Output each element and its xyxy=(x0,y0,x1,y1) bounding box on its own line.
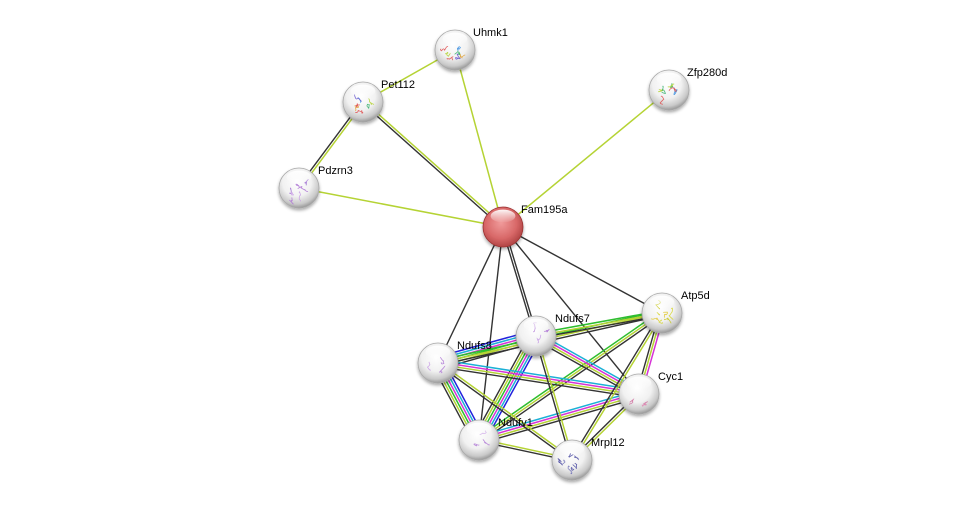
node-highlight xyxy=(490,209,516,223)
edge-evidence-fusion xyxy=(483,338,542,444)
edge-pdzrn3-fam195a[interactable] xyxy=(298,187,504,228)
edge-atp5d-mrpl12[interactable] xyxy=(570,312,664,462)
edge-ndufs7-atp5d[interactable] xyxy=(535,309,663,340)
node-ndufs7[interactable]: Ndufs7 xyxy=(515,313,590,357)
node-label: Atp5d xyxy=(681,290,710,302)
node-label: Mrpl12 xyxy=(591,437,625,449)
edge-ndufs7-mrpl12[interactable] xyxy=(534,335,574,461)
node-cyc1[interactable]: Cyc1 xyxy=(618,371,683,415)
edge-pet112-fam195a[interactable] xyxy=(361,100,505,229)
node-label: Fam195a xyxy=(521,204,568,216)
edge-evidence-coexpression xyxy=(437,365,639,399)
node-label: Ndufs7 xyxy=(555,313,590,325)
node-zfp280d[interactable]: Zfp280d xyxy=(648,67,727,111)
edge-evidence-coexpression xyxy=(479,314,664,443)
edge-evidence-textmining xyxy=(536,335,574,460)
edge-evidence-coexpression xyxy=(436,363,572,462)
edge-fam195a-atp5d[interactable] xyxy=(502,226,663,314)
edge-evidence-textmining xyxy=(479,394,640,442)
edge-evidence-coexpression xyxy=(502,226,663,314)
protein-structure-icon xyxy=(354,94,375,114)
node-ndufv1[interactable]: Ndufv1 xyxy=(458,417,533,461)
edge-evidence-experiments xyxy=(438,361,640,394)
edge-ndufv1-atp5d[interactable] xyxy=(477,310,664,443)
edge-evidence-coexpression xyxy=(570,312,662,460)
edge-ndufs8-mrpl12[interactable] xyxy=(436,361,574,462)
edge-evidence-database xyxy=(438,358,640,392)
node-highlight xyxy=(626,376,652,390)
protein-structure-icon xyxy=(628,398,648,407)
edge-evidence-coexpression xyxy=(534,336,572,461)
node-highlight xyxy=(523,318,549,332)
node-ndufs8[interactable]: Ndufs8 xyxy=(417,340,492,384)
edge-evidence-experiments xyxy=(478,392,639,440)
node-label: Ndufv1 xyxy=(498,417,533,429)
edge-evidence-neighborhood xyxy=(477,310,662,439)
edge-evidence-coexpression xyxy=(536,314,663,340)
node-highlight xyxy=(466,422,492,436)
protein-structure-icon xyxy=(440,45,466,61)
node-fam195a[interactable]: Fam195a xyxy=(482,204,568,248)
protein-structure-icon xyxy=(289,179,309,205)
edge-fam195a-ndufv1[interactable] xyxy=(478,226,504,441)
edge-evidence-textmining xyxy=(438,361,574,460)
node-highlight xyxy=(656,72,682,86)
edge-fam195a-cyc1[interactable] xyxy=(502,226,640,395)
edge-ndufs8-cyc1[interactable] xyxy=(437,358,640,399)
edge-evidence-coexpression xyxy=(361,102,503,229)
edge-evidence-textmining xyxy=(363,100,505,227)
edge-evidence-textmining xyxy=(535,312,663,337)
edge-evidence-coexpression xyxy=(473,332,532,438)
node-atp5d[interactable]: Atp5d xyxy=(641,290,710,334)
edge-evidence-coexpression xyxy=(478,226,504,441)
edge-evidence-coexpression xyxy=(437,226,504,364)
edge-uhmk1-fam195a[interactable] xyxy=(454,49,504,228)
edge-evidence-neighborhood xyxy=(535,309,662,335)
node-highlight xyxy=(442,32,468,46)
node-pet112[interactable]: Pet112 xyxy=(342,79,415,123)
protein-structure-icon xyxy=(426,356,446,374)
node-highlight xyxy=(350,84,376,98)
node-label: Uhmk1 xyxy=(473,27,508,39)
edge-zfp280d-fam195a[interactable] xyxy=(502,89,670,228)
edge-evidence-database xyxy=(477,389,639,438)
edge-evidence-textmining xyxy=(298,187,504,228)
node-label: Pet112 xyxy=(381,79,415,91)
edge-evidence-coexpression xyxy=(502,226,640,395)
edge-evidence-textmining xyxy=(572,313,664,462)
edge-evidence-textmining xyxy=(437,363,639,396)
protein-structure-icon xyxy=(557,453,579,475)
node-label: Cyc1 xyxy=(658,371,683,383)
edge-evidence-textmining xyxy=(454,49,504,228)
node-label: Zfp280d xyxy=(687,67,727,79)
node-highlight xyxy=(649,295,675,309)
edge-fam195a-ndufs8[interactable] xyxy=(437,226,504,364)
edge-evidence-textmining xyxy=(478,312,663,441)
node-highlight xyxy=(425,345,451,359)
node-mrpl12[interactable]: Mrpl12 xyxy=(551,437,625,481)
node-label: Ndufs8 xyxy=(457,340,492,352)
node-label: Pdzrn3 xyxy=(318,165,353,177)
node-highlight xyxy=(286,170,312,184)
node-highlight xyxy=(559,442,585,456)
edge-evidence-textmining xyxy=(502,89,670,228)
node-pdzrn3[interactable]: Pdzrn3 xyxy=(278,165,353,209)
node-uhmk1[interactable]: Uhmk1 xyxy=(434,27,508,71)
